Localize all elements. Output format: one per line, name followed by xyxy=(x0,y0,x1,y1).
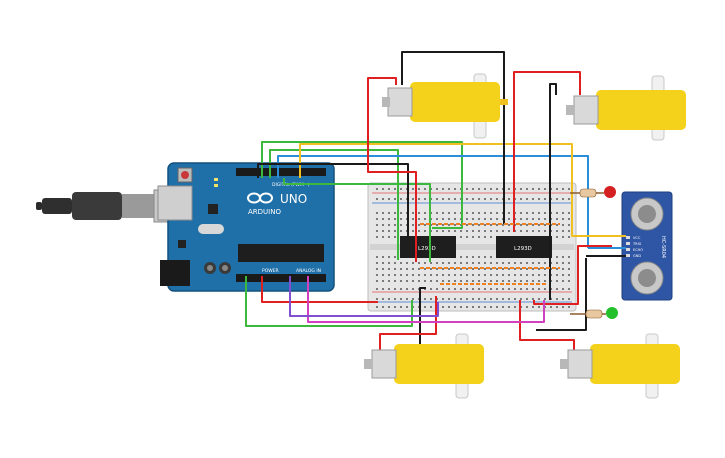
sensor-pin-echo: ECHO xyxy=(633,248,643,252)
led-red[interactable] xyxy=(570,186,616,198)
wire-magenta-1 xyxy=(307,276,545,323)
sensor-pin-vcc: VCC xyxy=(633,236,641,240)
sensor-wires[interactable] xyxy=(586,235,626,257)
wire-green-1 xyxy=(261,141,463,229)
motor-top-right[interactable] xyxy=(566,75,686,141)
wire-red-5 xyxy=(519,300,575,352)
wire-black-4 xyxy=(419,287,426,352)
motor-top-left[interactable] xyxy=(382,73,508,139)
atmega-chip xyxy=(238,244,324,262)
l293d-driver-right[interactable]: L293D xyxy=(496,236,552,258)
wire-green-3 xyxy=(245,276,413,327)
sensor-model-label: HC-SR04 xyxy=(660,236,666,258)
sensor-pin-trig: TRIG xyxy=(632,242,642,246)
reset-button[interactable] xyxy=(181,171,189,179)
wire-red-6 xyxy=(533,245,612,305)
arduino-logo-icon xyxy=(247,192,273,204)
arduino-model-text: UNO xyxy=(280,192,307,206)
sensor-pin-gnd: GND xyxy=(633,254,641,258)
motor-bottom-right[interactable] xyxy=(560,333,680,399)
wire-black-3 xyxy=(549,83,557,300)
driver-left-label: L293D xyxy=(418,246,436,252)
l293d-driver-left[interactable]: L293D xyxy=(400,236,456,258)
power-analog-header xyxy=(236,274,326,282)
arduino-logo-text: ARDUINO xyxy=(248,208,281,216)
wire-black-1 xyxy=(257,163,409,238)
analog-header-label: ANALOG IN xyxy=(296,268,321,274)
power-header-label: POWER xyxy=(262,268,279,274)
wire-red-3 xyxy=(261,276,378,303)
wires[interactable] xyxy=(245,51,612,352)
led-red-icon xyxy=(604,186,616,198)
motor-bottom-left[interactable] xyxy=(364,333,484,399)
digital-header xyxy=(236,168,326,176)
wire-black-2 xyxy=(401,51,505,224)
ultrasonic-sensor[interactable]: VCC TRIG ECHO GND HC-SR04 xyxy=(621,191,673,301)
driver-right-label: L293D xyxy=(514,246,532,252)
wire-yellow-1 xyxy=(299,143,588,237)
wire-blue-1 xyxy=(277,155,589,248)
led-green-icon xyxy=(606,307,618,319)
wire-black-5 xyxy=(536,258,587,331)
wire-purple-1 xyxy=(289,276,439,317)
wire-red-2 xyxy=(513,71,581,232)
led-green[interactable] xyxy=(570,307,618,319)
sensor-pins xyxy=(626,236,630,257)
breadboard[interactable] xyxy=(367,182,577,312)
arduino-uno-board[interactable]: ARDUINO UNO DIGITAL (PWM~) POWER ANALOG … xyxy=(157,162,335,292)
wire-red-1 xyxy=(367,77,417,262)
